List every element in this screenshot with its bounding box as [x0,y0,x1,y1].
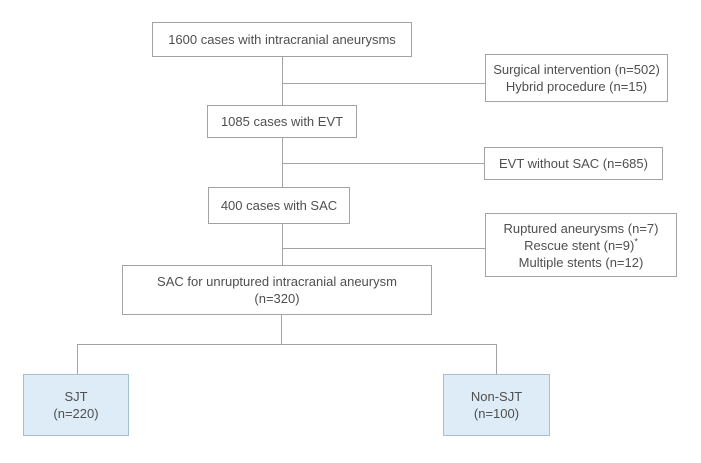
node-surgical-excluded: Surgical intervention (n=502) Hybrid pro… [485,54,668,102]
node-non-sjt-group-title: Non-SJT [470,389,523,404]
rescue-stent-text: Rescue stent (n=9) [524,237,635,253]
hybrid-procedure-label: Hybrid procedure (n=15) [505,79,648,94]
ruptured-aneurysms-label: Ruptured aneurysms (n=7) [503,220,659,236]
node-sjt-group-count: (n=220) [53,406,99,421]
node-sjt-group-title: SJT [64,389,88,404]
connector-branch-to-non-sjt [496,344,497,374]
node-sac-unruptured-count: (n=320) [254,291,300,306]
node-sac-unruptured-title: SAC for unruptured intracranial aneurysm [157,274,397,289]
node-sac-cases-label: 400 cases with SAC [220,198,338,213]
node-evt-cases-label: 1085 cases with EVT [220,114,344,129]
connector-total-to-evt [282,57,283,105]
connector-branch-to-sjt [77,344,78,374]
node-sac-cases: 400 cases with SAC [208,187,350,224]
node-sac-excluded: Ruptured aneurysms (n=7) Rescue stent (n… [485,213,677,277]
node-evt-without-sac: EVT without SAC (n=685) [484,147,663,180]
connector-branch-horizontal [77,344,497,345]
node-sac-unruptured: SAC for unruptured intracranial aneurysm… [122,265,432,315]
node-total-cases: 1600 cases with intracranial aneurysms [152,22,412,57]
connector-unruptured-to-branch [281,315,282,344]
connector-to-sac-excluded [282,248,485,249]
connector-to-evt-without-sac [282,163,484,164]
node-total-cases-label: 1600 cases with intracranial aneurysms [168,32,396,47]
rescue-stent-asterisk: * [634,236,638,247]
node-evt-without-sac-label: EVT without SAC (n=685) [499,156,648,171]
node-evt-cases: 1085 cases with EVT [207,105,357,138]
connector-evt-to-sac [282,138,283,187]
surgical-intervention-label: Surgical intervention (n=502) [493,62,660,77]
connector-sac-to-unruptured [282,224,283,265]
rescue-stent-label: Rescue stent (n=9)* [524,237,638,254]
connector-to-surgical-excluded [282,83,485,84]
multiple-stents-label: Multiple stents (n=12) [518,254,644,270]
node-non-sjt-group-count: (n=100) [473,406,520,421]
node-non-sjt-group: Non-SJT (n=100) [443,374,550,436]
node-sjt-group: SJT (n=220) [23,374,129,436]
